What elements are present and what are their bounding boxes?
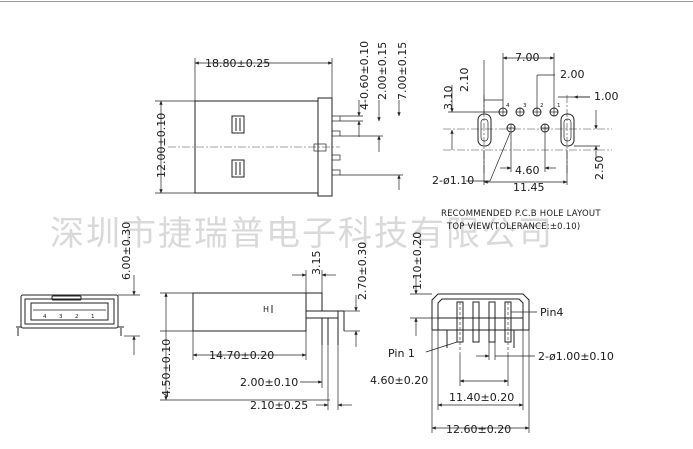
dim-pin-span: 7.00±0.15 — [396, 42, 409, 100]
pcb-dim-4-60: 4.60 — [515, 164, 540, 177]
slot-hole-right — [560, 113, 575, 147]
front-dim-height: 6.00±0.30 — [120, 222, 133, 280]
side-dim-14-70: 14.70±0.20 — [209, 349, 274, 362]
front-pin-label-1: 1 — [91, 314, 95, 320]
side-marking: H — [263, 305, 269, 314]
end-pin4-label: Pin4 — [540, 306, 563, 319]
end-dim-4-60: 4.60±0.20 — [370, 374, 428, 387]
pcb-dim-11-45: 11.45 — [513, 181, 545, 194]
dim-pin-width: 4-0.60±0.10 — [358, 41, 371, 110]
slot-hole-left — [477, 113, 492, 147]
end-view: 1.10±0.20 Pin4 Pin 1 2-ø1.00±0.10 4.60±0… — [370, 232, 614, 436]
side-dim-3-15: 3.15 — [310, 251, 323, 276]
end-dim-12-60: 12.60±0.20 — [446, 423, 511, 436]
pcb-pin-label-2: 2 — [540, 103, 544, 109]
pcb-dim-1-00: 1.00 — [594, 90, 619, 103]
pcb-dim-2-10: 2.10 — [458, 68, 471, 93]
front-pin-label-3: 3 — [59, 314, 63, 320]
side-dim-2-70: 2.70±0.30 — [356, 242, 369, 300]
dim-pin-pitch: 2.00±0.15 — [376, 42, 389, 100]
pcb-layout-title: RECOMMENDED P.C.B HOLE LAYOUT — [441, 209, 601, 219]
side-dim-4-50: 4.50±0.10 — [160, 339, 173, 397]
latch-window-top — [231, 115, 245, 134]
pcb-pin-label-4: 4 — [506, 103, 510, 109]
company-watermark: 深圳市捷瑞普电子科技有限公司 — [50, 214, 554, 254]
side-dim-2-00: 2.00±0.10 — [240, 376, 298, 389]
end-pin-3 — [488, 301, 496, 343]
latch-window-bottom — [231, 159, 245, 178]
pcb-dim-7-00: 7.00 — [515, 51, 540, 64]
dim-width: 12.00±0.10 — [155, 113, 168, 178]
pcb-pin-label-1: 1 — [557, 103, 561, 109]
pcb-layout: 4 3 2 1 7.00 2.10 2.00 3.10 1.00 4.60 — [432, 51, 619, 232]
top-view: 18.80±0.25 12.00±0.10 4-0.60±0.10 2.00±0… — [155, 41, 409, 197]
pcb-layout-tolerance: TOP VIEW(TOLERANCE:±0.10) — [446, 222, 580, 232]
pcb-hole-diameter: 2-ø1.10 — [432, 174, 474, 187]
front-pin-label-4: 4 — [43, 314, 47, 320]
end-pin1-label: Pin 1 — [388, 347, 415, 360]
pcb-pin-label-3: 3 — [523, 103, 527, 109]
front-pin-label-2: 2 — [75, 314, 79, 320]
side-view: H 3.15 2.70±0.30 14.70±0.20 4.50±0.10 2.… — [160, 242, 369, 412]
front-view: 4 3 2 1 6.00±0.30 — [16, 222, 140, 355]
side-dim-2-10: 2.10±0.25 — [250, 399, 308, 412]
end-pin-2 — [472, 301, 480, 343]
pcb-dim-3-10: 3.10 — [442, 86, 455, 111]
end-dim-1-10: 1.10±0.20 — [411, 232, 424, 290]
end-dim-11-40: 11.40±0.20 — [449, 391, 514, 404]
dim-length: 18.80±0.25 — [205, 57, 270, 70]
end-pin-diameter: 2-ø1.00±0.10 — [538, 350, 614, 363]
pcb-dim-2-00: 2.00 — [560, 68, 585, 81]
pcb-dim-2-50: 2.50 — [593, 156, 606, 181]
